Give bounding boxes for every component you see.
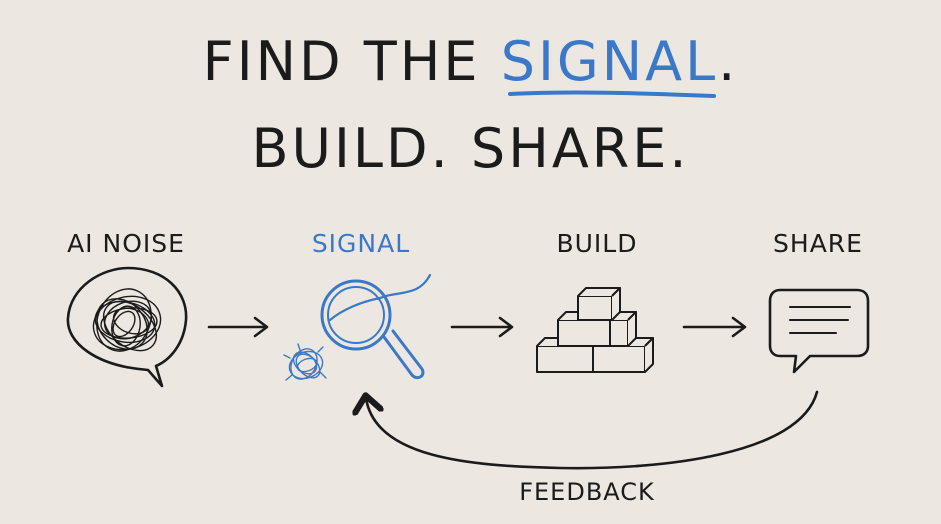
arrow-build-to-share [682,316,747,338]
noise-speech-bubble-icon [66,266,188,388]
stacked-blocks-icon [536,287,654,373]
headline-suffix: . [718,30,739,93]
headline-signal-word: SIGNAL [500,30,719,93]
stage-label-signal: SIGNAL [311,229,411,258]
arrow-noise-to-signal [207,316,269,338]
signal-underline [508,90,716,98]
stage-label-build: BUILD [556,229,638,258]
headline-line-1: FIND THE SIGNAL. [0,35,941,89]
headline-prefix: FIND THE [202,30,501,93]
feedback-arrow [366,390,819,470]
headline-line-2: BUILD. SHARE. [251,117,690,180]
stage-label-share: SHARE [773,229,863,258]
signal-scribble [283,343,327,381]
magnifying-glass-icon [283,273,432,381]
arrow-signal-to-build [450,316,514,338]
noise-scribble [92,288,162,352]
stage-label-ai-noise: AI NOISE [67,229,185,258]
speech-bubble-lines-icon [768,288,870,374]
feedback-label: FEEDBACK [519,478,655,506]
